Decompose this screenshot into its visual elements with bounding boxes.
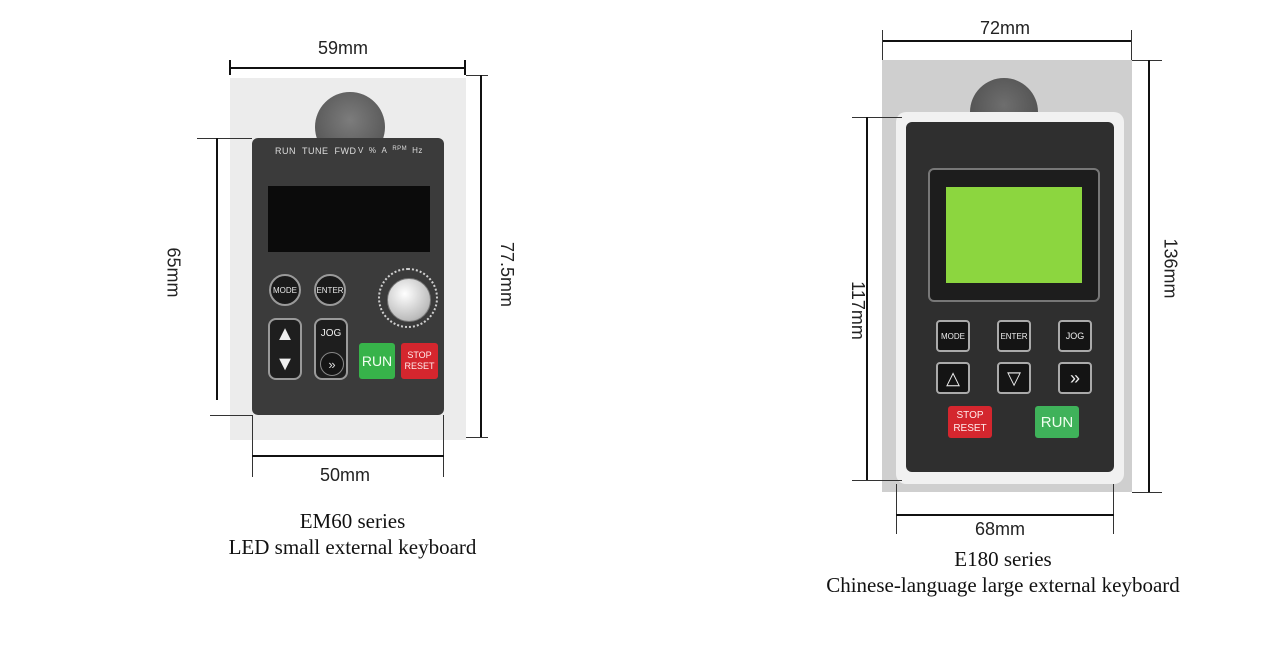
- dim-bottom-ext-right: [443, 415, 444, 477]
- e180-dim-bottom-ext-right: [1113, 484, 1114, 534]
- e180-dim-top-label: 72mm: [980, 18, 1031, 38]
- em60-caption-desc: LED small external keyboard: [228, 535, 477, 559]
- em60-caption-title: EM60 series: [299, 509, 406, 533]
- e180-dim-left-label: 117mm: [847, 281, 868, 340]
- em60-shift-button[interactable]: »: [320, 352, 344, 376]
- e180-run-button[interactable]: RUN: [1035, 406, 1079, 438]
- em60-stop-label: STOP: [407, 350, 432, 360]
- unit-hz: Hz: [412, 146, 423, 155]
- dim-bottom-label: 50mm: [320, 465, 371, 485]
- status-run: RUN: [275, 146, 296, 156]
- e180-enter-button[interactable]: ENTER: [997, 320, 1031, 352]
- dim-top-label: 59mm: [318, 38, 369, 58]
- e180-up-button[interactable]: △: [936, 362, 970, 394]
- e180-dim-bottom-ext-left: [896, 484, 897, 534]
- dim-bottom-ext-left: [252, 415, 253, 477]
- em60-reset-label: RESET: [404, 361, 435, 371]
- e180-down-button[interactable]: ▽: [997, 362, 1031, 394]
- e180-mode-button[interactable]: MODE: [936, 320, 970, 352]
- dim-right-ext-bottom: [466, 437, 488, 438]
- dim-left-ext-bottom: [210, 415, 252, 416]
- e180-dim-bottom-line: [896, 514, 1114, 516]
- em60-down-button[interactable]: ▼: [275, 352, 295, 375]
- em60-led-display: [268, 186, 430, 252]
- e180-dim-left-line: [866, 117, 868, 480]
- e180-dim-bottom-label: 68mm: [975, 519, 1026, 539]
- dim-top-tick-right: [464, 60, 466, 75]
- em60-mode-button[interactable]: MODE: [269, 274, 301, 306]
- e180-caption: E180 series Chinese-language large exter…: [790, 546, 1216, 598]
- e180-caption-desc: Chinese-language large external keyboard: [826, 573, 1180, 597]
- em60-jog-button[interactable]: JOG: [320, 327, 342, 339]
- unit-rpm: RPM: [392, 146, 408, 152]
- dim-top-tick-left: [229, 60, 231, 75]
- e180-dim-right-ext-bottom: [1132, 492, 1162, 493]
- unit-a: A: [381, 146, 388, 155]
- em60-enter-button[interactable]: ENTER: [314, 274, 346, 306]
- em60-caption: EM60 series LED small external keyboard: [180, 508, 525, 560]
- em60-stop-reset-button[interactable]: STOP RESET: [401, 343, 438, 379]
- e180-dim-right-label: 136mm: [1160, 238, 1181, 299]
- status-fwd: FWD: [334, 146, 357, 156]
- e180-dim-right-line: [1148, 60, 1150, 492]
- unit-v: V: [358, 146, 364, 155]
- em60-run-button[interactable]: RUN: [359, 343, 395, 379]
- e180-dim-top-line: [882, 40, 1132, 42]
- em60-knob-scale: [378, 268, 438, 328]
- e180-stop-label: STOP: [956, 410, 984, 421]
- e180-dim-top-ext-left: [882, 30, 883, 60]
- e180-reset-label: RESET: [953, 423, 987, 434]
- dim-right-ext-top: [466, 75, 488, 76]
- status-tune: TUNE: [302, 146, 329, 156]
- e180-dim-left-ext-bottom: [852, 480, 902, 481]
- e180-dim-left-ext-top: [852, 117, 902, 118]
- e180-jog-button[interactable]: JOG: [1058, 320, 1092, 352]
- dim-top-line: [229, 67, 466, 69]
- dim-left-label: 65mm: [163, 247, 184, 298]
- e180-stop-reset-button[interactable]: STOP RESET: [948, 406, 992, 438]
- e180-lcd-screen: [946, 187, 1082, 283]
- e180-dim-top-ext-right: [1131, 30, 1132, 60]
- e180-dim-right-ext-top: [1132, 60, 1162, 61]
- em60-up-button[interactable]: ▲: [275, 322, 295, 345]
- em60-updown-group: [268, 318, 302, 380]
- dim-bottom-line: [252, 455, 444, 457]
- e180-caption-title: E180 series: [954, 547, 1052, 571]
- em60-unit-labels: V % A RPM Hz: [358, 146, 423, 155]
- dim-left-ext-top: [197, 138, 252, 139]
- dim-right-label: 77.5mm: [497, 241, 518, 308]
- em60-status-labels: RUN TUNE FWD: [275, 146, 357, 156]
- dim-right-line: [480, 75, 482, 437]
- e180-shift-button[interactable]: »: [1058, 362, 1092, 394]
- em60-potentiometer-knob[interactable]: [387, 278, 431, 322]
- unit-percent: %: [368, 146, 377, 155]
- dim-left-line: [216, 138, 218, 400]
